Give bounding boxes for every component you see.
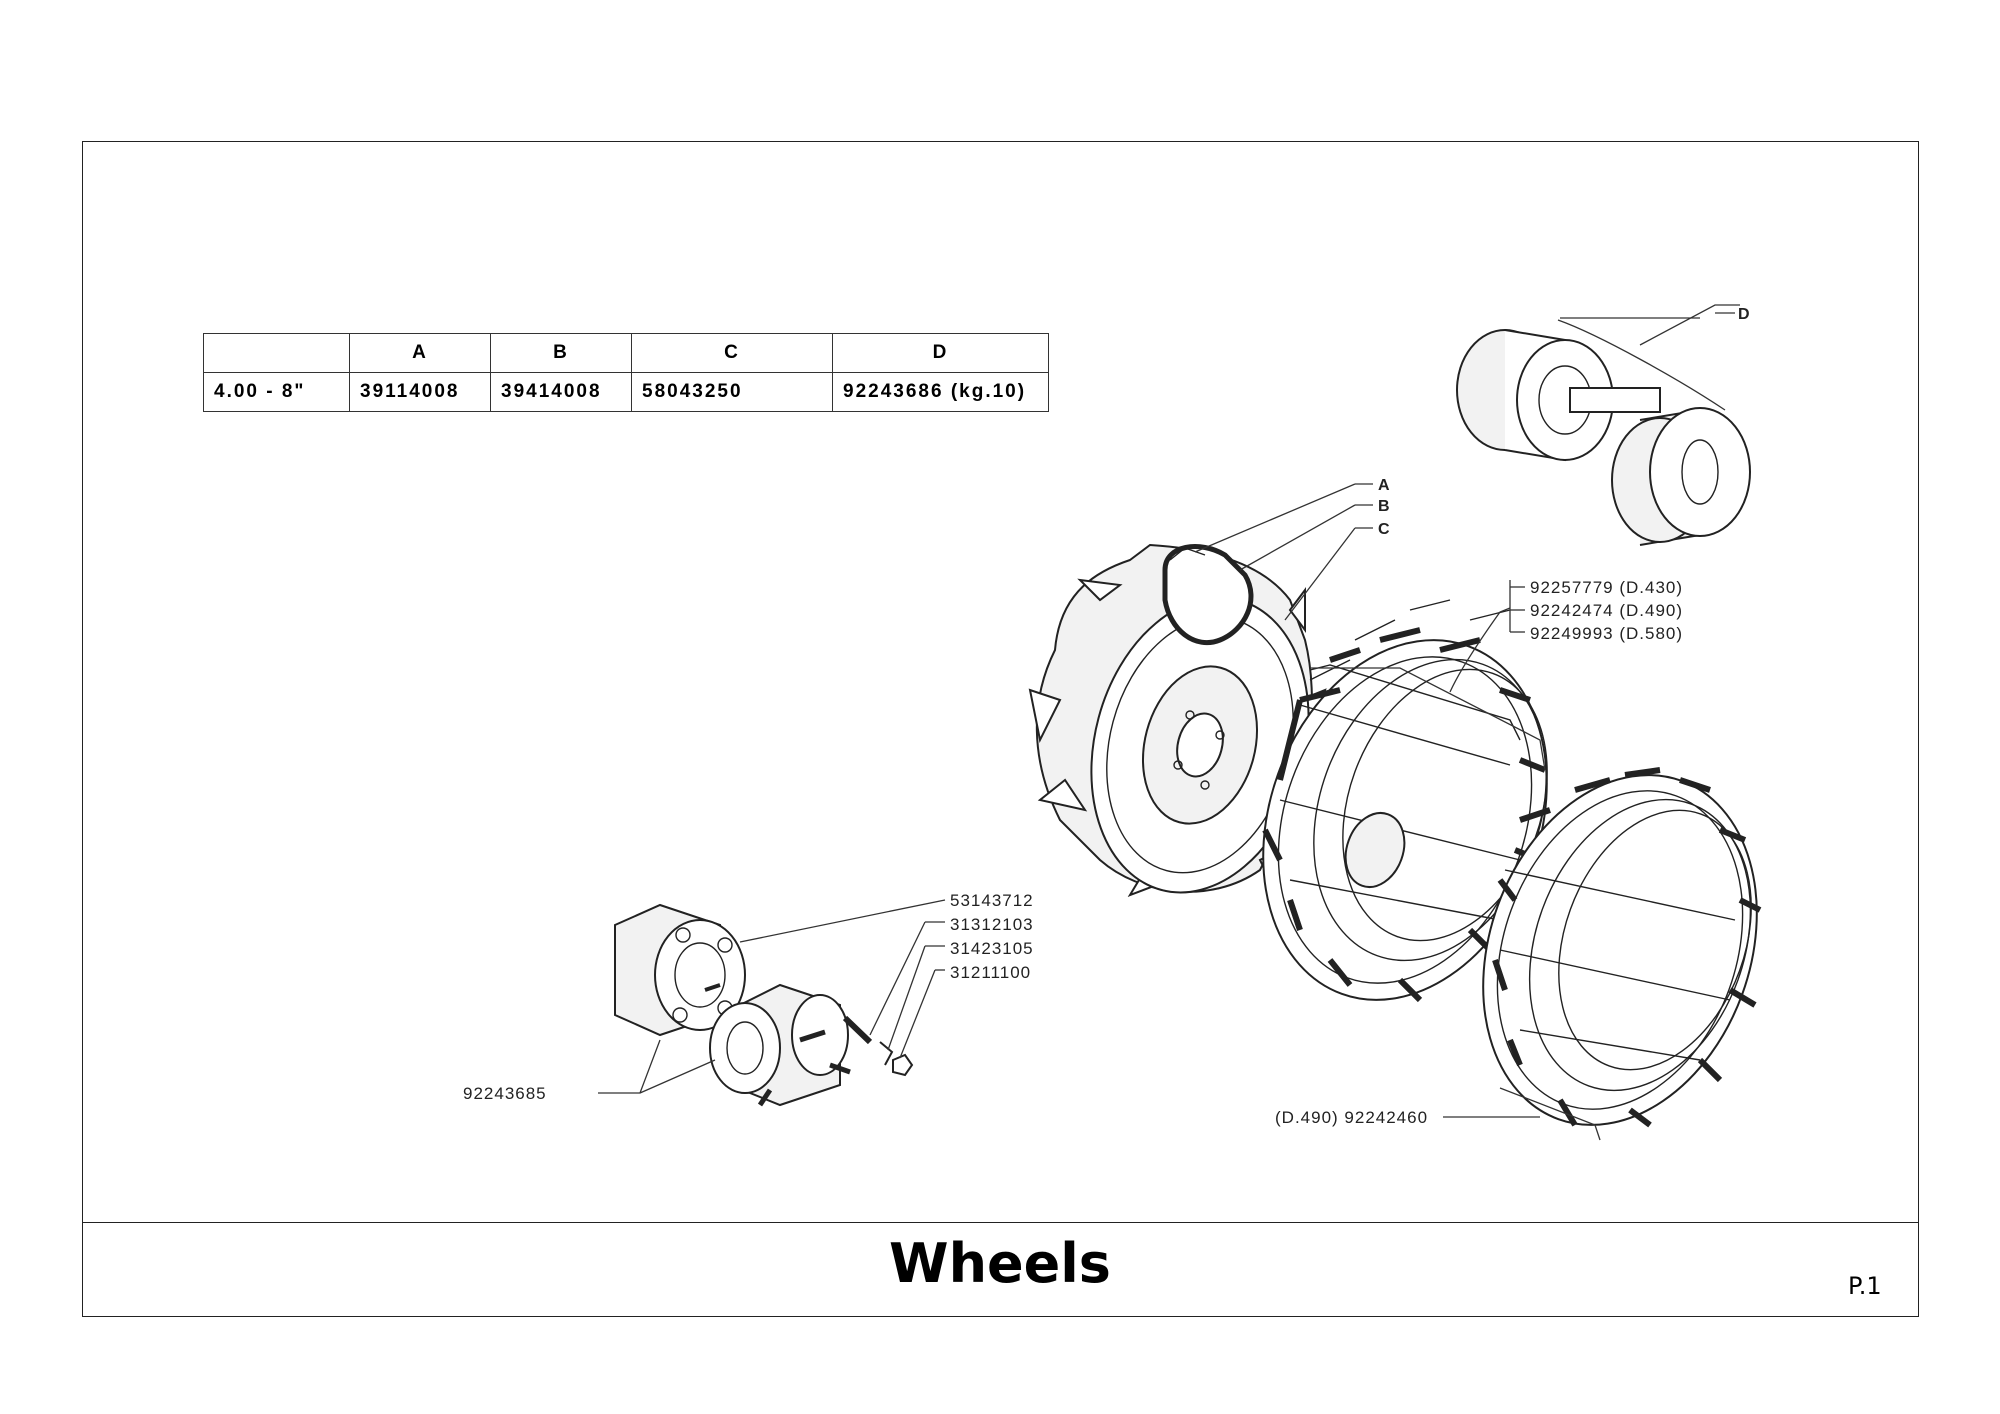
table-cell: 4.00 - 8" (203, 372, 350, 412)
footer-divider (82, 1222, 1919, 1223)
callout-label: 31423105 (950, 939, 1034, 958)
table-row: 4.00 - 8" 39114008 39414008 58043250 922… (203, 372, 1049, 412)
parts-table: A B C D 4.00 - 8" 39114008 39414008 5804… (203, 333, 1049, 412)
table-cell: 58043250 (631, 372, 833, 412)
hub-assembly (598, 899, 946, 1107)
callout-label: 31312103 (950, 915, 1034, 934)
ballast-weight (1456, 304, 1751, 546)
callout-label: 92243685 (463, 1084, 547, 1103)
cage-wheel-pair (1262, 599, 1762, 1141)
table-cell: 39114008 (349, 372, 491, 412)
table-header-row: A B C D (203, 333, 1049, 373)
table-header-cell: D (832, 333, 1049, 373)
table-cell: 39414008 (490, 372, 632, 412)
callout-label: B (1378, 498, 1390, 515)
callout-label: A (1378, 477, 1390, 494)
callout-label: 92242474 (D.490) (1530, 601, 1683, 620)
page-title: Wheels (889, 1232, 1111, 1295)
tire-assembly (1028, 483, 1356, 897)
table-cell: 92243686 (kg.10) (832, 372, 1049, 412)
callout-label: C (1378, 521, 1390, 538)
callout-label: 92257779 (D.430) (1530, 578, 1683, 597)
callout-label: (D.490) 92242460 (1275, 1108, 1428, 1127)
callout-label: 92249993 (D.580) (1530, 624, 1683, 643)
table-header-cell: B (490, 333, 632, 373)
callout-label: 31211100 (950, 963, 1031, 982)
callout-label: D (1738, 306, 1750, 323)
page-number: P.1 (1848, 1272, 1882, 1300)
drawing-frame (82, 141, 1919, 1317)
callout-label: 53143712 (950, 891, 1034, 910)
